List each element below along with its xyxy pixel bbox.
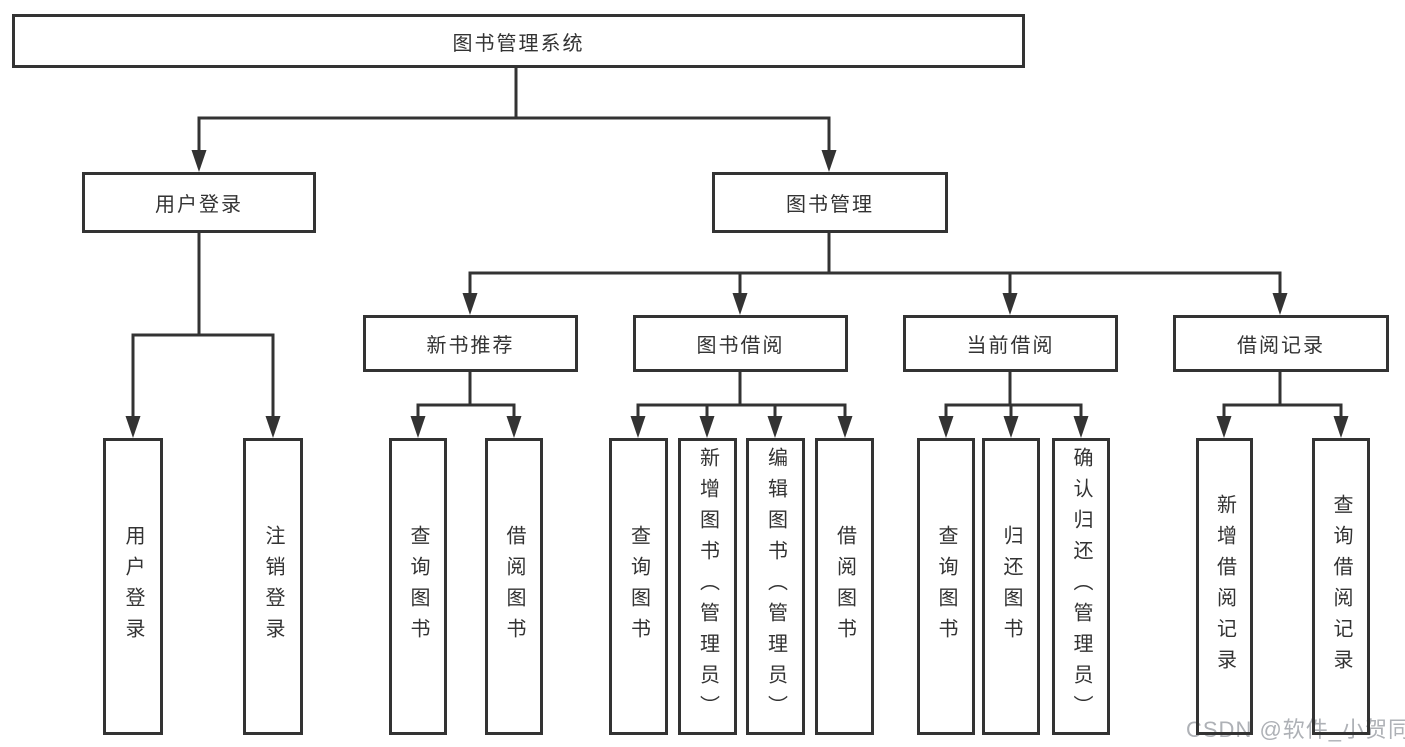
node-query-books-under-borrowing: 查询图书: [609, 438, 668, 735]
node-edit-book-admin: 编辑图书（管理员）: [746, 438, 805, 735]
node-borrow-books-under-recommend: 借阅图书: [485, 438, 543, 735]
node-new-book-recommend-label: 新书推荐: [426, 335, 515, 357]
node-book-borrowing-label: 图书借阅: [696, 335, 785, 357]
node-user-login: 用户登录: [82, 172, 316, 233]
node-current-borrowing-label: 当前借阅: [966, 335, 1055, 357]
node-query-books-under-recommend-label: 查询图书: [407, 524, 429, 649]
node-add-book-admin: 新增图书（管理员）: [678, 438, 737, 735]
node-logout: 注销登录: [243, 438, 303, 735]
node-query-books-under-current-label: 查询图书: [935, 524, 957, 649]
node-new-book-recommend: 新书推荐: [363, 315, 578, 372]
node-book-borrowing: 图书借阅: [633, 315, 848, 372]
node-add-book-admin-label: 新增图书（管理员）: [696, 447, 719, 726]
node-borrow-books-under-recommend-label: 借阅图书: [503, 524, 525, 649]
node-user-login-leaf-label: 用户登录: [122, 524, 144, 649]
node-add-borrow-record: 新增借阅记录: [1196, 438, 1253, 735]
node-query-books-under-borrowing-label: 查询图书: [627, 524, 650, 649]
node-borrow-books-under-borrowing: 借阅图书: [815, 438, 874, 735]
arrowheads: [125, 150, 1349, 438]
node-borrow-records: 借阅记录: [1173, 315, 1389, 372]
node-user-login-label: 用户登录: [155, 194, 243, 216]
node-query-books-under-recommend: 查询图书: [389, 438, 447, 735]
node-book-management: 图书管理: [712, 172, 948, 233]
node-query-books-under-current: 查询图书: [917, 438, 975, 735]
node-logout-label: 注销登录: [262, 524, 284, 649]
node-confirm-return-admin-label: 确认归还（管理员）: [1070, 447, 1092, 726]
node-return-books: 归还图书: [982, 438, 1040, 735]
node-query-borrow-record-label: 查询借阅记录: [1330, 493, 1352, 680]
node-add-borrow-record-label: 新增借阅记录: [1213, 493, 1236, 680]
node-current-borrowing: 当前借阅: [903, 315, 1118, 372]
node-confirm-return-admin: 确认归还（管理员）: [1052, 438, 1110, 735]
node-query-borrow-record: 查询借阅记录: [1312, 438, 1370, 735]
node-user-login-leaf: 用户登录: [103, 438, 163, 735]
node-borrow-books-under-borrowing-label: 借阅图书: [833, 524, 856, 649]
node-root: 图书管理系统: [12, 14, 1025, 68]
node-edit-book-admin-label: 编辑图书（管理员）: [764, 447, 787, 726]
node-borrow-records-label: 借阅记录: [1237, 335, 1325, 357]
node-root-label: 图书管理系统: [452, 32, 585, 55]
node-book-management-label: 图书管理: [786, 194, 874, 216]
node-return-books-label: 归还图书: [1000, 524, 1022, 649]
